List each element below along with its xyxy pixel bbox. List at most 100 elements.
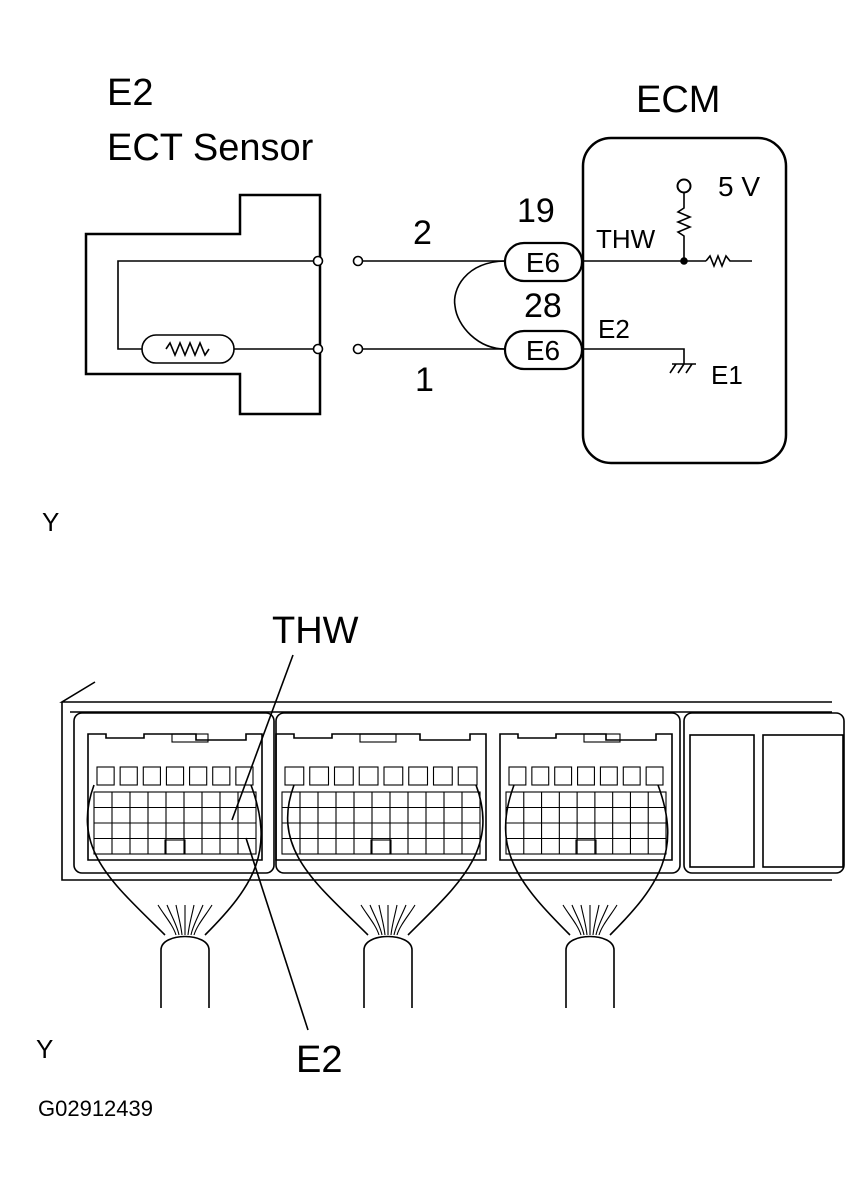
harness-wire <box>157 904 177 936</box>
sensor-inner-loop <box>117 260 318 350</box>
harness-wire <box>190 904 204 936</box>
sensor-housing <box>84 193 322 416</box>
ecm-box <box>581 136 788 465</box>
cavity <box>383 766 404 786</box>
pin-number-upper: 19 <box>517 192 555 230</box>
cavity <box>457 766 478 786</box>
harness-wire <box>378 904 386 936</box>
cavity <box>165 766 185 786</box>
harness-wire <box>598 904 618 936</box>
cavity <box>309 766 330 786</box>
harness-bundle-3 <box>504 784 669 1008</box>
thw-leader-line <box>231 654 294 821</box>
harness-terminal-1 <box>352 343 364 355</box>
harness-wire <box>166 904 180 936</box>
harness-sleeve <box>565 935 615 1008</box>
e2-return-label: E2 <box>598 314 630 344</box>
key-slot <box>164 839 186 855</box>
connector-upper-label: E6 <box>526 247 560 278</box>
cavity <box>554 766 573 786</box>
thermistor-body <box>141 334 235 364</box>
ground-label: E1 <box>711 360 743 390</box>
cavity <box>645 766 664 786</box>
cavity <box>142 766 161 786</box>
harness-wire <box>595 904 609 936</box>
e2-callout-label: E2 <box>296 1039 342 1081</box>
wire-number-upper: 2 <box>413 214 432 252</box>
sensor-terminal-1 <box>312 343 324 355</box>
wire-color-marker-bottom: Y <box>36 1034 53 1064</box>
cavity <box>333 766 354 786</box>
harness-wire <box>360 904 380 936</box>
pin-number-lower: 28 <box>524 287 562 325</box>
harness-bundle-1 <box>86 784 262 1008</box>
wire-number-lower: 1 <box>415 361 434 399</box>
harness-wire <box>187 904 195 936</box>
connector-block-3 <box>499 733 673 861</box>
harness-terminal-2 <box>352 255 364 267</box>
ecm-connector-front-view <box>59 681 845 881</box>
figure-code: G02912439 <box>38 1096 153 1121</box>
harness-wire <box>592 904 600 936</box>
thw-callout-label: THW <box>272 610 359 652</box>
cavity <box>96 766 115 786</box>
sensor-terminal-2 <box>312 255 324 267</box>
ecm-title: ECM <box>636 79 720 121</box>
thermistor-icon <box>165 340 210 358</box>
harness-wire <box>571 904 585 936</box>
connector-lower-label: E6 <box>526 335 560 366</box>
connector-frame <box>87 733 263 861</box>
cavity <box>622 766 641 786</box>
latch-tab <box>171 733 209 743</box>
harness-sleeve <box>160 935 210 1008</box>
input-resistor-icon <box>705 253 752 269</box>
harness-sleeve <box>363 935 413 1008</box>
connector-shell-1 <box>73 712 275 874</box>
blank-panel-1 <box>689 734 755 868</box>
harness-wire <box>562 904 582 936</box>
thw-signal-label: THW <box>596 224 656 254</box>
cavity <box>408 766 429 786</box>
pullup-resistor-icon <box>675 193 693 261</box>
harness-wire <box>396 904 416 936</box>
harness-wire <box>390 904 398 936</box>
cavity <box>577 766 595 786</box>
cavity <box>189 766 208 786</box>
cavity <box>508 766 527 786</box>
harness-wire <box>175 904 183 936</box>
harness-wire <box>369 904 383 936</box>
key-slot <box>575 839 597 855</box>
blank-panel-2 <box>762 734 844 868</box>
connector-shell-4 <box>683 712 845 874</box>
harness-wire <box>580 904 588 936</box>
sensor-name-label: ECT Sensor <box>107 127 314 169</box>
e2-leader-line <box>245 837 309 1031</box>
cavity <box>284 766 305 786</box>
cavity <box>212 766 231 786</box>
harness-wire <box>393 904 407 936</box>
connector-block-1 <box>87 733 263 861</box>
harness-fan <box>504 784 669 936</box>
latch-tab <box>359 733 397 743</box>
cavity <box>358 766 379 786</box>
harness-wire <box>193 904 213 936</box>
harness-bundle-2 <box>286 784 484 1008</box>
connector-frame <box>275 733 487 861</box>
supply-terminal-icon <box>676 178 692 194</box>
cavity <box>599 766 618 786</box>
cavity <box>119 766 138 786</box>
ground-icon <box>669 363 696 374</box>
connector-block-2 <box>275 733 487 861</box>
e2-line <box>582 348 685 364</box>
wire-color-marker-top: Y <box>42 507 59 537</box>
harness-fan <box>286 784 484 936</box>
shield-loop <box>453 260 506 350</box>
wire-harness-bundles <box>86 784 669 1008</box>
cavity <box>432 766 453 786</box>
key-slot <box>370 839 392 855</box>
ecm-case-outline <box>59 681 832 881</box>
connector-frame <box>499 733 673 861</box>
latch-tab <box>583 733 621 743</box>
sensor-id-label: E2 <box>107 72 153 114</box>
